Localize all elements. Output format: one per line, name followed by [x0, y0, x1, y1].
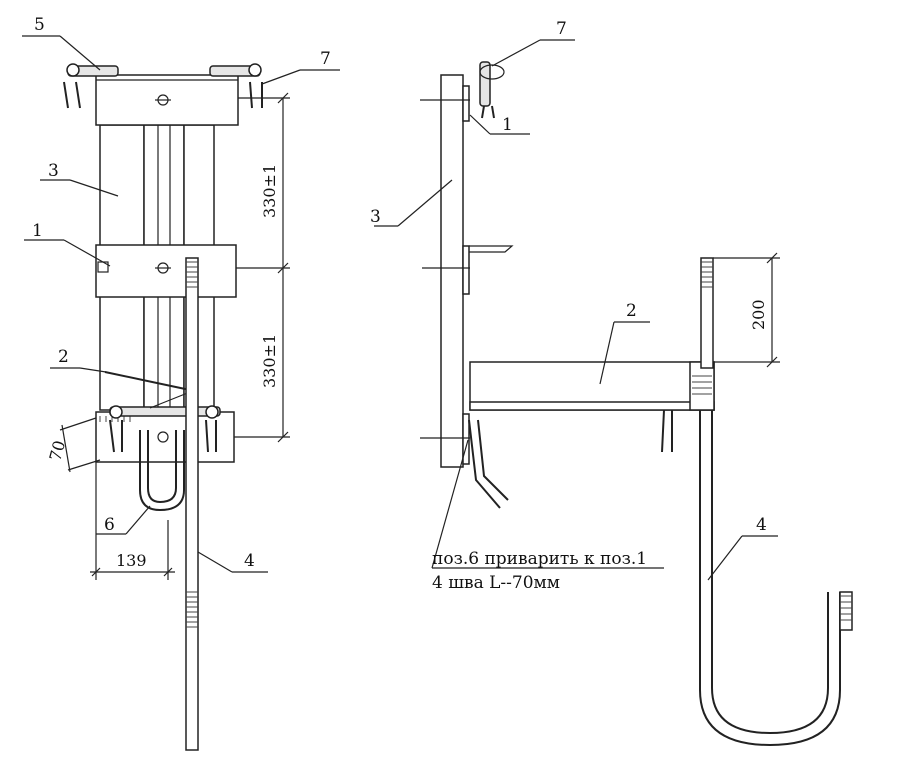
callout-front-3: 3 [48, 161, 59, 181]
weld-note-line2: 4 шва L--70мм [432, 573, 560, 593]
side-view: 200 7 1 3 2 4 поз.6 приварить к поз.1 4 … [370, 19, 853, 747]
callout-front-1: 1 [32, 221, 43, 241]
callout-front-2: 2 [58, 347, 69, 367]
middle-clamp-plate [95, 244, 237, 298]
top-bolts [63, 63, 263, 109]
dim-200: 200 [749, 299, 768, 330]
front-view: 330±1 330±1 70 139 5 7 3 1 2 6 [22, 15, 340, 751]
u-bolt [139, 430, 185, 512]
side-top-bolt [479, 61, 505, 119]
callout-side-7: 7 [556, 19, 567, 39]
side-bent-arm [468, 419, 509, 509]
dim-70: 70 [46, 438, 70, 463]
callout-side-1: 1 [502, 115, 513, 135]
callout-front-4: 4 [244, 551, 255, 571]
rod-front [185, 257, 199, 751]
side-rod [699, 257, 853, 747]
callout-side-2: 2 [626, 301, 637, 321]
callout-front-6: 6 [104, 515, 115, 535]
lower-clamp-plate [95, 411, 235, 463]
callout-front-7: 7 [320, 49, 331, 69]
dim-lower-330: 330±1 [260, 334, 279, 388]
callout-side-4: 4 [756, 515, 767, 535]
side-post [440, 74, 464, 468]
weld-note-line1: поз.6 приварить к поз.1 [432, 549, 647, 569]
dim-upper-330: 330±1 [260, 164, 279, 218]
callout-side-3: 3 [370, 207, 381, 227]
dim-139: 139 [116, 551, 147, 570]
callout-front-5: 5 [34, 15, 45, 35]
